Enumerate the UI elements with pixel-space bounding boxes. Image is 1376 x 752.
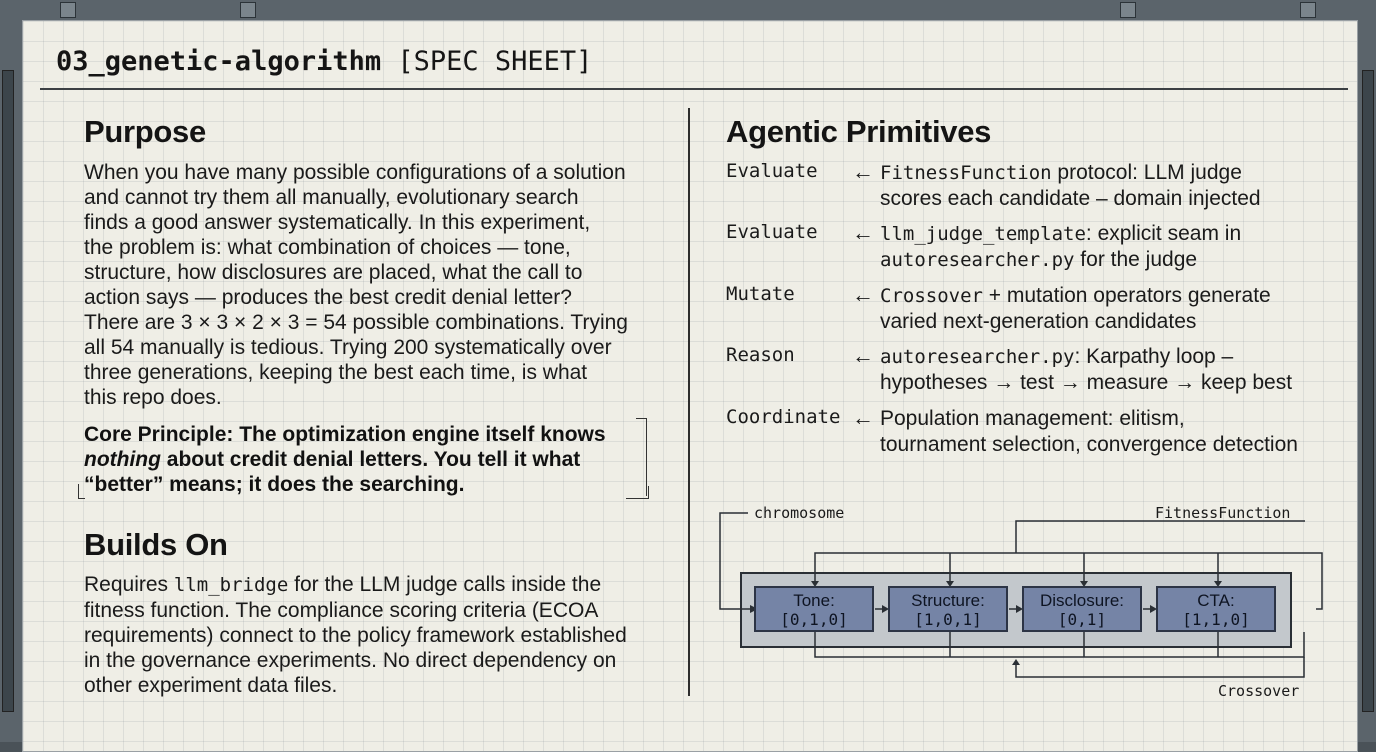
gene-name: Structure:: [911, 591, 985, 610]
principle-bracket: [636, 432, 647, 496]
gene-tone: Tone: [0,1,0]: [754, 586, 874, 632]
primitive-description: FitnessFunction protocol: LLM judge scor…: [880, 161, 1261, 210]
gene-disclosure: Disclosure: [0,1]: [1022, 586, 1142, 632]
arrowhead: [1150, 605, 1157, 613]
gene-value: [0,1]: [1057, 610, 1107, 629]
gene-cta: CTA: [1,1,0]: [1156, 586, 1276, 632]
spec-sheet-paper: [22, 20, 1358, 752]
principle-bracket: [78, 484, 85, 499]
arrowhead: [811, 581, 819, 587]
gene-value: [1,0,1]: [914, 610, 982, 629]
crossover-label: Crossover: [1218, 682, 1300, 700]
output-connector: [814, 632, 1305, 658]
primitive-verb: Evaluate: [726, 160, 818, 182]
primitive-row: Evaluate ← llm_judge_template: explicit …: [726, 220, 1326, 273]
chromosome-diagram: chromosome FitnessFunction Crossover Ton…: [700, 495, 1340, 710]
fitness-function-label: FitnessFunction: [1155, 504, 1291, 522]
principle-emphasis: nothing: [84, 448, 161, 471]
core-principle-callout: Core Principle: The optimization engine …: [84, 422, 636, 497]
arrowhead: [1012, 659, 1020, 665]
left-arrow-icon: ←: [852, 220, 874, 245]
primitive-row: Reason ← autoresearcher.py: Karpathy loo…: [726, 343, 1326, 396]
principle-line: nothing about credit denial letters. You…: [84, 448, 581, 471]
column-divider: [688, 108, 690, 696]
arrowhead: [1214, 581, 1222, 587]
principle-bracket: [636, 418, 647, 433]
arrowhead: [882, 605, 889, 613]
left-arrow-icon: ←: [852, 405, 874, 430]
purpose-heading: Purpose: [84, 114, 206, 149]
code-llm-bridge: llm_bridge: [173, 574, 289, 596]
builds-on-line: requirements) connect to the policy fram…: [84, 624, 627, 647]
purpose-line: this repo does.: [84, 386, 222, 409]
builds-on-paragraph: Requires llm_bridge for the LLM judge ca…: [84, 572, 674, 698]
arrowhead: [1080, 581, 1088, 587]
purpose-line: action says — produces the best credit d…: [84, 286, 572, 309]
fitness-branch: [949, 553, 1219, 583]
primitive-description: Population management: elitism, tourname…: [880, 407, 1298, 456]
left-arrow-icon: ←: [852, 159, 874, 184]
frame-bolt: [240, 2, 256, 18]
purpose-paragraph: When you have many possible configuratio…: [84, 160, 674, 410]
frame-bolt: [60, 2, 76, 18]
gene-name: Tone:: [793, 591, 835, 610]
primitive-verb: Mutate: [726, 283, 795, 305]
primitive-row: Coordinate ← Population management: elit…: [726, 405, 1326, 458]
frame-bolt: [1300, 2, 1316, 18]
purpose-line: and cannot try them all manually, evolut…: [84, 186, 579, 209]
primitive-row: Evaluate ← FitnessFunction protocol: LLM…: [726, 159, 1326, 212]
purpose-line: all 54 manually is tedious. Trying 200 s…: [84, 336, 612, 359]
principle-line: “better” means; it does the searching.: [84, 473, 465, 496]
left-arrow-icon: ←: [852, 343, 874, 368]
gene-value: [0,1,0]: [780, 610, 848, 629]
title-bar: 03_genetic-algorithm [SPEC SHEET]: [40, 38, 1348, 90]
builds-on-heading: Builds On: [84, 527, 228, 562]
principle-bracket: [626, 486, 649, 499]
purpose-line: the problem is: what combination of choi…: [84, 236, 571, 259]
primitive-verb: Coordinate: [726, 406, 841, 428]
frame-rail-right: [1362, 70, 1374, 712]
frame-rail-left: [2, 70, 14, 712]
purpose-line: When you have many possible configuratio…: [84, 161, 626, 184]
primitive-verb: Reason: [726, 344, 795, 366]
left-arrow-icon: ←: [852, 282, 874, 307]
purpose-line: three generations, keeping the best each…: [84, 361, 588, 384]
primitive-description: Crossover + mutation operators generate …: [880, 284, 1271, 333]
primitives-heading: Agentic Primitives: [726, 114, 992, 149]
builds-on-line: Requires llm_bridge for the LLM judge ca…: [84, 573, 602, 596]
builds-on-line: other experiment data files.: [84, 674, 338, 697]
builds-on-line: in the governance experiments. No direct…: [84, 649, 617, 672]
gene-name: Disclosure:: [1039, 591, 1125, 610]
gene-value: [1,1,0]: [1182, 610, 1250, 629]
builds-on-line: fitness function. The compliance scoring…: [84, 599, 599, 622]
arrowhead: [1016, 605, 1023, 613]
primitive-verb: Evaluate: [726, 221, 818, 243]
fitness-connector: [814, 520, 1323, 610]
primitive-description: llm_judge_template: explicit seam in aut…: [880, 222, 1242, 271]
frame-bolt: [1120, 2, 1136, 18]
purpose-line: structure, how disclosures are placed, w…: [84, 261, 583, 284]
purpose-line: There are 3 × 3 × 2 × 3 = 54 possible co…: [84, 311, 628, 334]
chromosome-connector: [719, 512, 750, 610]
purpose-line: finds a good answer systematically. In t…: [84, 211, 591, 234]
primitive-description: autoresearcher.py: Karpathy loop – hypot…: [880, 345, 1293, 394]
chromosome-label: chromosome: [754, 504, 845, 522]
arrowhead: [946, 581, 954, 587]
gene-structure: Structure: [1,0,1]: [888, 586, 1008, 632]
primitive-row: Mutate ← Crossover + mutation operators …: [726, 282, 1326, 335]
page-title: 03_genetic-algorithm [SPEC SHEET]: [56, 46, 593, 77]
principle-line: Core Principle: The optimization engine …: [84, 423, 606, 446]
crossover-connector: [1015, 657, 1305, 678]
gene-name: CTA:: [1197, 591, 1235, 610]
